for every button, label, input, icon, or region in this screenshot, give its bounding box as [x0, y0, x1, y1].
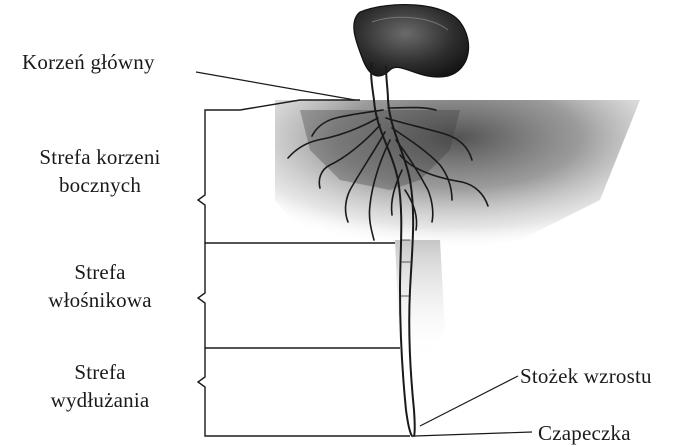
leader-main-root [196, 72, 355, 100]
hair-zone-line1: Strefa [0, 258, 200, 286]
leader-root-cap [415, 432, 532, 436]
growth-tip-label: Stożek wzrostu [520, 362, 652, 390]
root-hair-zone-label: Strefa włośnikowa [0, 258, 200, 314]
elongation-zone-line2: wydłużania [0, 386, 200, 414]
elongation-zone-label: Strefa wydłużania [0, 358, 200, 414]
main-root-label: Korzeń główny [22, 48, 155, 76]
lateral-zone-line2: bocznych [0, 171, 200, 199]
hair-zone-line2: włośnikowa [0, 286, 200, 314]
leader-growth-tip [420, 376, 518, 426]
lateral-zone-line1: Strefa korzeni [0, 143, 200, 171]
lateral-roots-zone-label: Strefa korzeni bocznych [0, 143, 200, 199]
elongation-zone-line1: Strefa [0, 358, 200, 386]
root-cap-label: Czapeczka [538, 419, 631, 447]
